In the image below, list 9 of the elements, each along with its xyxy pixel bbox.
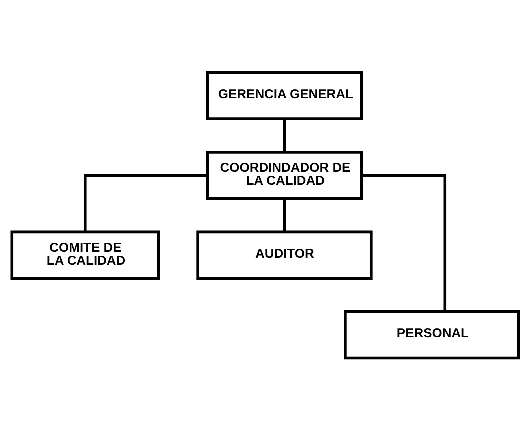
node-box: COORDINDADOR DE LA CALIDAD (206, 150, 364, 200)
connector (84, 174, 208, 232)
connector (283, 118, 286, 152)
node-box: GERENCIA GENERAL (206, 70, 364, 120)
connector (362, 174, 447, 312)
node-box: COMITE DE LA CALIDAD (10, 230, 160, 280)
node-box: PERSONAL (344, 310, 520, 360)
node-box: AUDITOR (196, 230, 373, 280)
connector (283, 198, 286, 232)
